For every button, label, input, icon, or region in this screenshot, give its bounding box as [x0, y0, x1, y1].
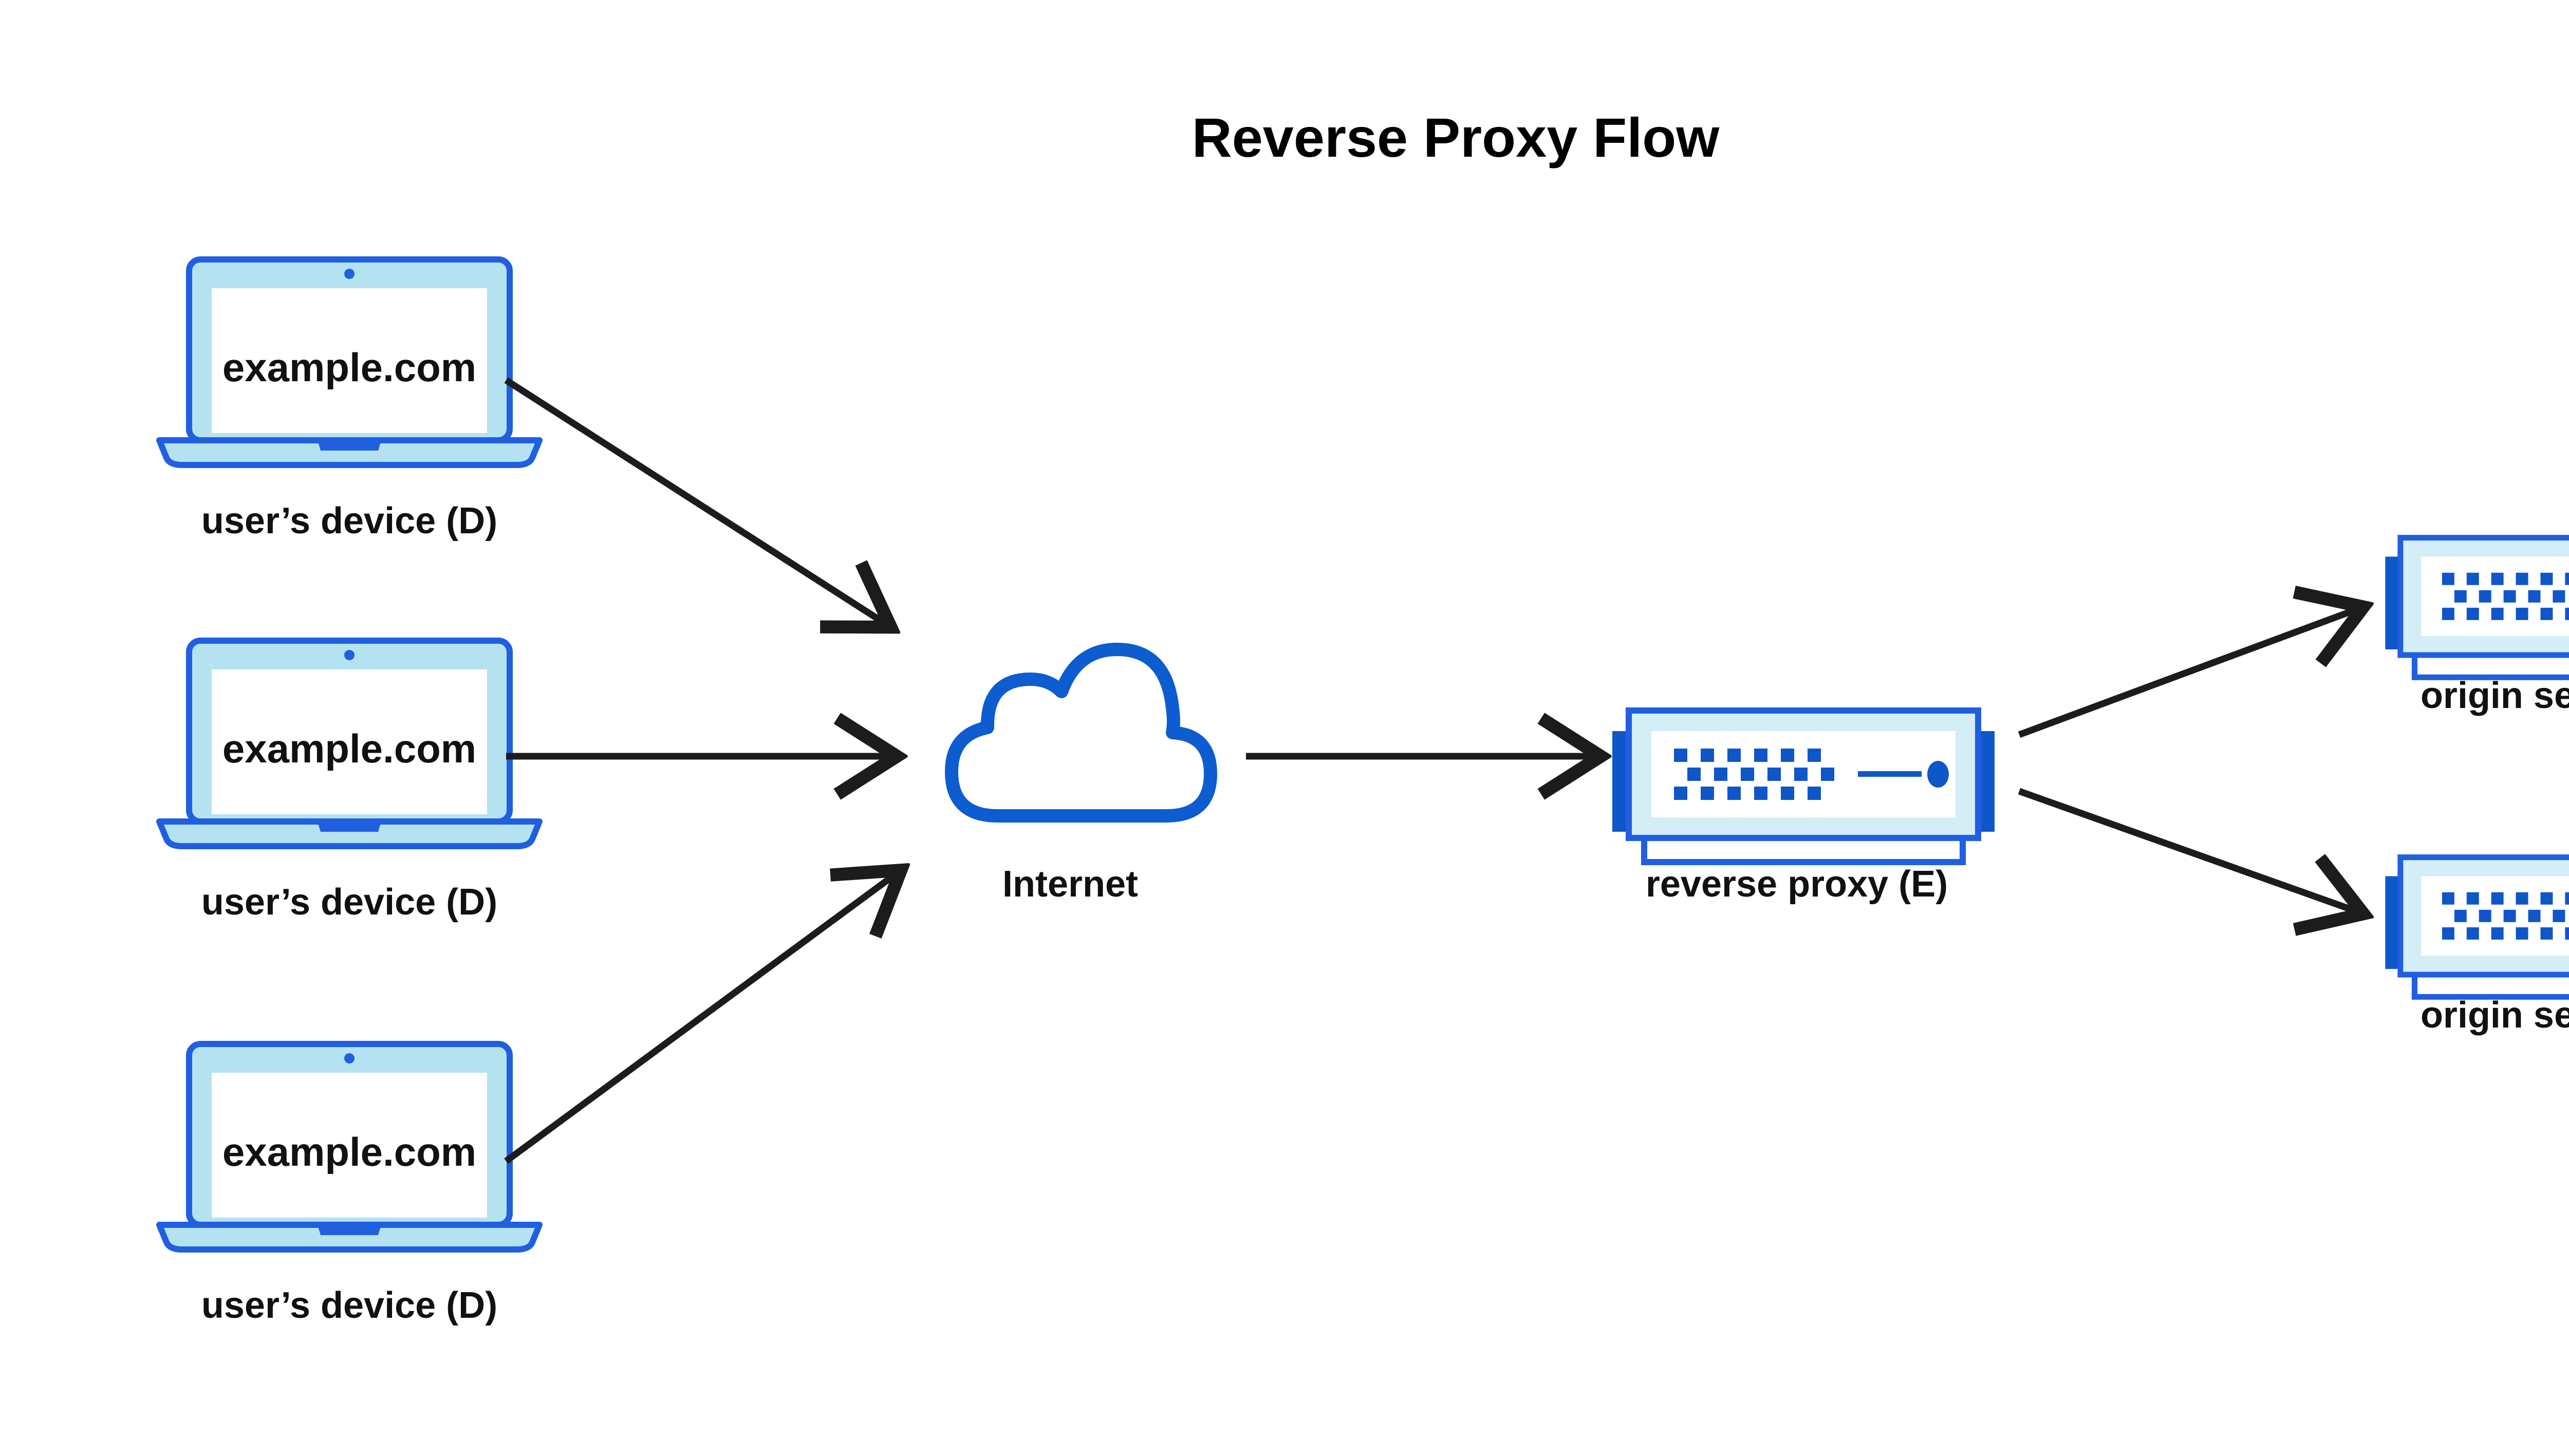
node-label-origin-server-bottom: origin server (F) [2421, 995, 2569, 1036]
node-user-device-bottom[interactable]: example.com user’s device (D) [159, 1044, 539, 1326]
laptop-screen-text: example.com [222, 345, 476, 390]
node-origin-server-bottom[interactable]: origin server (F) [2385, 857, 2569, 1036]
node-label-user-device-bottom: user’s device (D) [201, 1285, 497, 1326]
node-label-reverse-proxy: reverse proxy (E) [1646, 864, 1948, 905]
node-label-user-device-top: user’s device (D) [201, 500, 497, 542]
server-icon [1612, 711, 1995, 862]
node-origin-server-top[interactable]: origin server (F) [2385, 538, 2569, 716]
arrow-device-top-to-internet [504, 377, 886, 624]
arrow-device-bottom-to-internet [504, 873, 897, 1164]
laptop-screen-text: example.com [222, 726, 476, 771]
node-label-internet: Internet [1002, 864, 1138, 905]
node-label-user-device-middle: user’s device (D) [201, 882, 497, 923]
server-icon [2385, 538, 2569, 678]
page-title: Reverse Proxy Flow [1192, 106, 1720, 169]
node-user-device-top[interactable]: example.com user’s device (D) [159, 259, 539, 542]
node-reverse-proxy[interactable]: reverse proxy (E) [1612, 711, 1995, 905]
arrow-proxy-to-origin-bottom [2018, 788, 2358, 912]
connection-arrows [504, 377, 2358, 1164]
node-internet[interactable]: Internet [952, 649, 1211, 905]
laptop-screen-text: example.com [222, 1129, 476, 1174]
arrow-proxy-to-origin-top [2018, 609, 2358, 738]
node-user-device-middle[interactable]: example.com user’s device (D) [159, 641, 539, 923]
server-icon [2385, 857, 2569, 997]
node-label-origin-server-top: origin server (F) [2421, 675, 2569, 716]
